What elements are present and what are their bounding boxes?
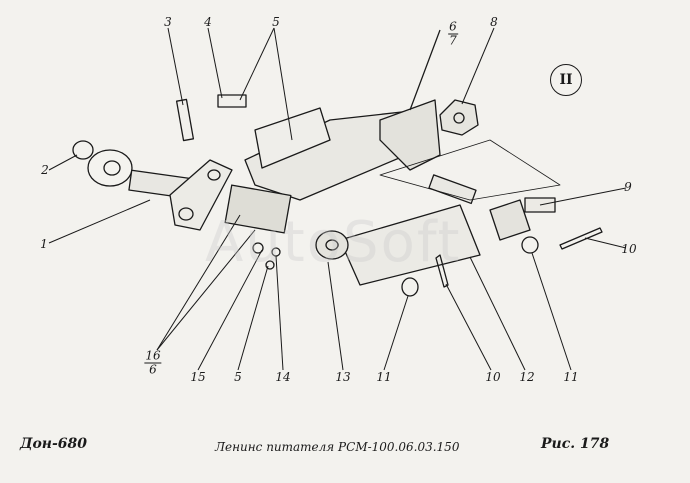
callout-14: 14 (275, 370, 291, 384)
callout-fraction-top: 6 7 (448, 19, 458, 48)
callout-10-right: 10 (621, 242, 637, 256)
bolt-3 (175, 98, 195, 142)
figure-number: Рис. 178 (541, 436, 610, 452)
lever-arm (169, 159, 233, 231)
bracket-end (379, 99, 441, 171)
cotter-10a (435, 254, 449, 288)
callout-3: 3 (164, 15, 172, 29)
bushing (224, 184, 292, 234)
callout-fraction-bottom: 16 6 (144, 348, 162, 377)
washer-11b (521, 236, 539, 254)
callout-5-top: 5 (272, 15, 280, 29)
nut-8 (439, 99, 479, 136)
callout-13: 13 (335, 370, 351, 384)
callout-11-right: 11 (563, 370, 579, 384)
fork-9 (489, 199, 531, 241)
cotter-10b (559, 227, 603, 250)
pin (428, 174, 477, 205)
view-badge: II (550, 64, 582, 96)
callout-15: 15 (190, 370, 206, 384)
callout-12: 12 (519, 370, 535, 384)
callout-1: 1 (40, 237, 48, 251)
caption: Ленинс питателя РСМ-100.06.03.150 (215, 440, 460, 454)
washer-11a (401, 277, 419, 297)
bracket-plate (254, 107, 331, 169)
callout-5-bottom: 5 (234, 370, 242, 384)
washer-2 (72, 140, 94, 160)
callout-9: 9 (624, 180, 632, 194)
callout-2: 2 (41, 163, 49, 177)
callout-8: 8 (490, 15, 498, 29)
bolt-4 (217, 94, 247, 108)
link-tube (339, 204, 481, 286)
model-label: Дон-680 (20, 436, 88, 452)
callout-10-bottom: 10 (485, 370, 501, 384)
callout-11-left: 11 (376, 370, 392, 384)
callout-4: 4 (204, 15, 212, 29)
eye-plate (87, 149, 133, 187)
